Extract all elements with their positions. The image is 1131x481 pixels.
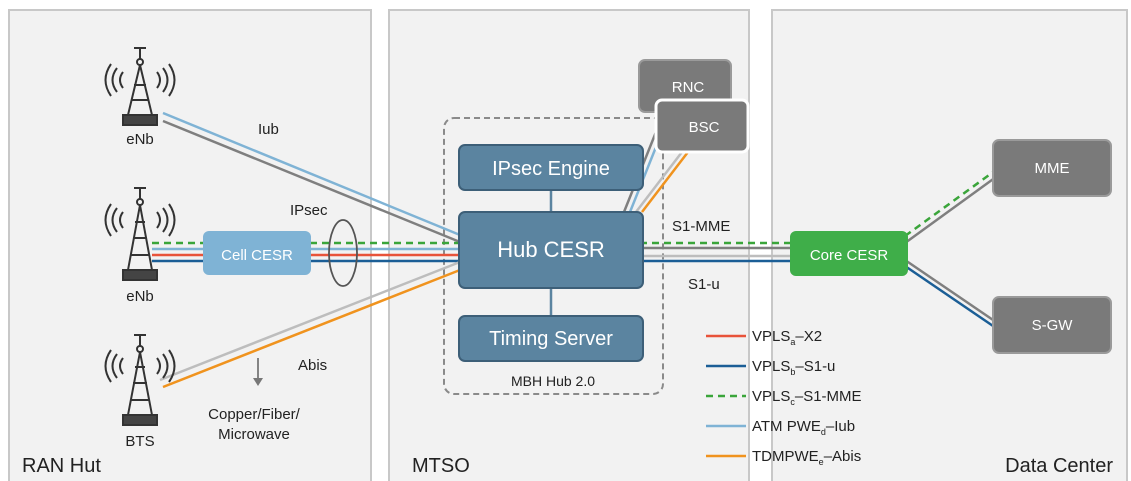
ipsec-ellipse: [328, 219, 358, 287]
hub-cesr-node: [458, 211, 644, 289]
timing-server-label: Timing Server: [489, 328, 613, 350]
data-center-label: Data Center: [1005, 455, 1113, 477]
media-label-line2: Microwave: [218, 426, 290, 443]
core-mme-link-dashed: [904, 168, 997, 238]
ran-hut-label: RAN Hut: [22, 455, 101, 477]
abis-link-bts: [162, 268, 461, 389]
timing-server-node: [458, 315, 644, 362]
iub-label: Iub: [258, 121, 279, 138]
legend-label-3: ATM PWEd–Iub: [752, 418, 855, 437]
mme-node: [992, 139, 1112, 197]
abis-label: Abis: [298, 357, 327, 374]
core-cesr-node: [790, 231, 908, 276]
gray-link-top: [162, 119, 461, 244]
core-sgw-link-1: [904, 258, 997, 324]
hub-bsc-link-2: [641, 151, 689, 213]
bts-label: BTS: [125, 433, 154, 450]
core-cesr-label: Core CESR: [810, 247, 889, 264]
core-sgw-link-2: [904, 264, 997, 330]
cell-cesr-label: Cell CESR: [221, 247, 293, 264]
tower-icon-enb-mid: [104, 187, 176, 281]
ipsec-engine-label: IPsec Engine: [492, 158, 610, 180]
rnc-label: RNC: [672, 79, 705, 96]
tower-icon-enb-top: [104, 47, 176, 126]
legend-label-0: VPLSa–X2: [752, 328, 822, 347]
enb-top-label: eNb: [126, 131, 154, 148]
legend-label-2: VPLSc–S1-MME: [752, 388, 862, 407]
media-arrow-head: [253, 378, 263, 386]
s1-mme-label: S1-MME: [672, 218, 730, 235]
legend-label-1: VPLSb–S1-u: [752, 358, 835, 377]
media-label-line1: Copper/Fiber/: [208, 406, 301, 423]
sgw-label: S-GW: [1032, 317, 1074, 334]
bsc-label: BSC: [689, 119, 720, 136]
hub-bsc-link-1: [635, 151, 683, 213]
tower-icon-bts: [104, 334, 176, 426]
iub-link-top: [162, 111, 461, 237]
core-mme-link: [904, 175, 997, 245]
mbh-hub-label: MBH Hub 2.0: [511, 373, 595, 389]
bsc-node: [654, 98, 750, 154]
enb-mid-label: eNb: [126, 288, 154, 305]
ipsec-engine-node: [458, 144, 644, 191]
mtso-label: MTSO: [412, 455, 470, 477]
s1-u-label: S1-u: [688, 276, 720, 293]
ipsec-label: IPsec: [290, 202, 328, 219]
cell-cesr-node: [203, 231, 311, 275]
ran-hut-panel: [8, 9, 372, 481]
mme-label: MME: [1035, 160, 1070, 177]
hub-cesr-label: Hub CESR: [497, 237, 605, 262]
gray-link-bts: [159, 260, 461, 382]
legend-label-4: TDMPWEe–Abis: [752, 448, 861, 467]
sgw-node: [992, 296, 1112, 354]
